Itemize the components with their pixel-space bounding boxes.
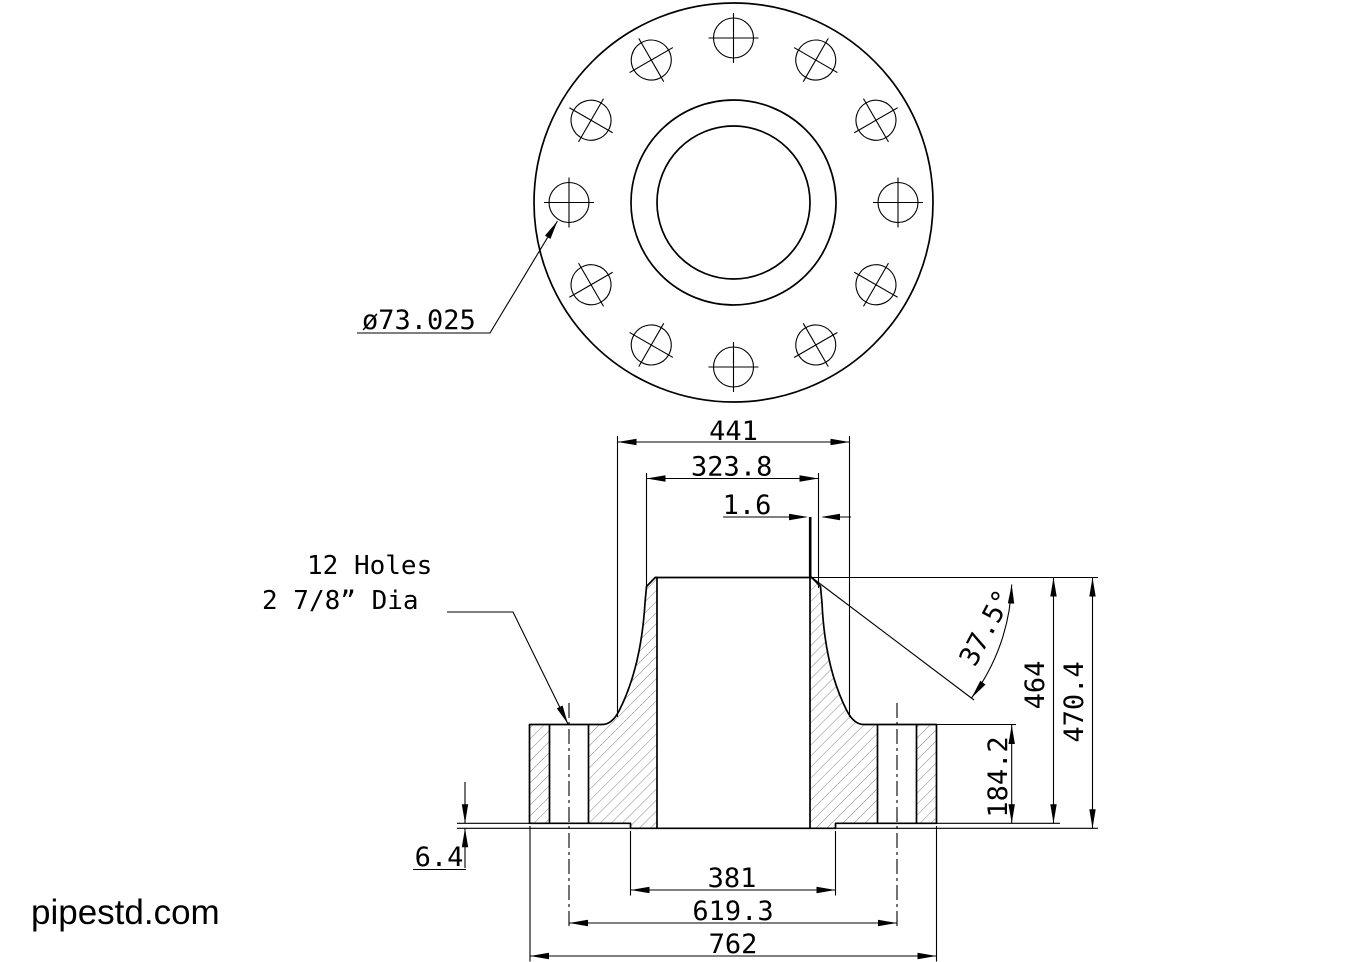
label-bolt-hole-dia: ø73.025 bbox=[362, 305, 476, 336]
bevel-angle-line bbox=[811, 577, 975, 701]
label-holes-note-line2: 2 7/8” Dia bbox=[262, 586, 419, 616]
bolt-hole-pattern bbox=[544, 13, 923, 392]
arrowhead bbox=[569, 919, 588, 927]
bolt-hole bbox=[873, 177, 923, 228]
watermark-text: pipestd.com bbox=[31, 893, 220, 932]
bolt-hole bbox=[629, 38, 674, 82]
dim-hub-base-dia: 441 bbox=[709, 416, 758, 447]
section-outline-right bbox=[809, 576, 938, 830]
arrowhead bbox=[556, 705, 568, 724]
flange-od-circle bbox=[533, 2, 934, 403]
flange-section-view bbox=[528, 517, 938, 929]
dim-raised-face-height: 6.4 bbox=[415, 842, 464, 873]
hatch-right-outer-strip bbox=[916, 724, 937, 824]
bolt-hole-centerlines bbox=[568, 703, 898, 929]
bolt-hole bbox=[708, 342, 759, 392]
arrowhead bbox=[878, 919, 897, 927]
arrowhead bbox=[816, 886, 836, 894]
dim-bolt-circle-dia: 619.3 bbox=[692, 896, 773, 927]
bolt-hole-walls bbox=[548, 724, 918, 824]
dimension-text: ø73.025 12 Holes 2 7/8” Dia 441 323.8 1.… bbox=[31, 305, 1090, 960]
leader-holes-note bbox=[447, 611, 569, 725]
extension-lines bbox=[457, 436, 1098, 962]
arrowhead bbox=[1089, 577, 1096, 597]
bolt-hole bbox=[854, 98, 898, 143]
arrowhead bbox=[1050, 804, 1057, 824]
dim-overall-length: 470.4 bbox=[1059, 661, 1090, 742]
dimension-arrowheads bbox=[461, 221, 1096, 960]
bore-circle bbox=[656, 125, 811, 280]
flange-top-view bbox=[533, 2, 934, 403]
section-outline-left bbox=[528, 576, 658, 830]
arrowhead bbox=[1050, 577, 1057, 597]
arrowhead bbox=[461, 804, 469, 824]
arrowhead bbox=[1008, 804, 1015, 824]
bolt-hole bbox=[854, 262, 898, 307]
label-holes-note-line1: 12 Holes bbox=[307, 551, 432, 581]
dimension-lines bbox=[357, 220, 1098, 962]
hatch-left-outer-strip bbox=[529, 724, 550, 824]
dim-flange-od: 762 bbox=[709, 929, 758, 960]
bolt-hole bbox=[569, 262, 613, 307]
arrowhead bbox=[1008, 725, 1015, 744]
hatch-right-hub-wall bbox=[810, 577, 878, 829]
dim-raised-face-dia: 381 bbox=[708, 863, 757, 894]
arrowhead bbox=[461, 828, 469, 848]
arrowhead bbox=[630, 886, 650, 894]
bolt-hole bbox=[544, 177, 594, 228]
dim-length-to-face: 464 bbox=[1020, 661, 1051, 710]
arrowhead bbox=[617, 438, 637, 446]
arrowhead bbox=[917, 952, 937, 960]
bolt-hole bbox=[569, 98, 613, 143]
arrowhead bbox=[971, 680, 986, 698]
bolt-hole bbox=[793, 38, 838, 82]
raised-face-circle bbox=[630, 99, 837, 306]
arrowhead bbox=[1007, 584, 1015, 604]
dim-root-gap: 1.6 bbox=[723, 490, 772, 521]
dim-bevel-angle: 37.5° bbox=[954, 585, 1020, 671]
hatch-left-hub-wall bbox=[588, 577, 657, 829]
arrowhead bbox=[544, 221, 558, 239]
arrowhead bbox=[1089, 809, 1096, 829]
arrowhead bbox=[789, 513, 808, 521]
dim-hub-length: 184.2 bbox=[983, 736, 1014, 817]
arrowhead bbox=[821, 513, 840, 521]
arrowhead bbox=[646, 475, 666, 482]
arrowhead bbox=[799, 475, 819, 482]
bolt-hole bbox=[629, 323, 674, 367]
dim-pipe-od: 323.8 bbox=[691, 452, 772, 483]
bolt-hole bbox=[708, 13, 759, 63]
arrowhead bbox=[530, 952, 549, 960]
leader-bolt-dia bbox=[357, 220, 558, 334]
bolt-hole bbox=[793, 323, 838, 367]
arrowhead bbox=[830, 438, 850, 446]
